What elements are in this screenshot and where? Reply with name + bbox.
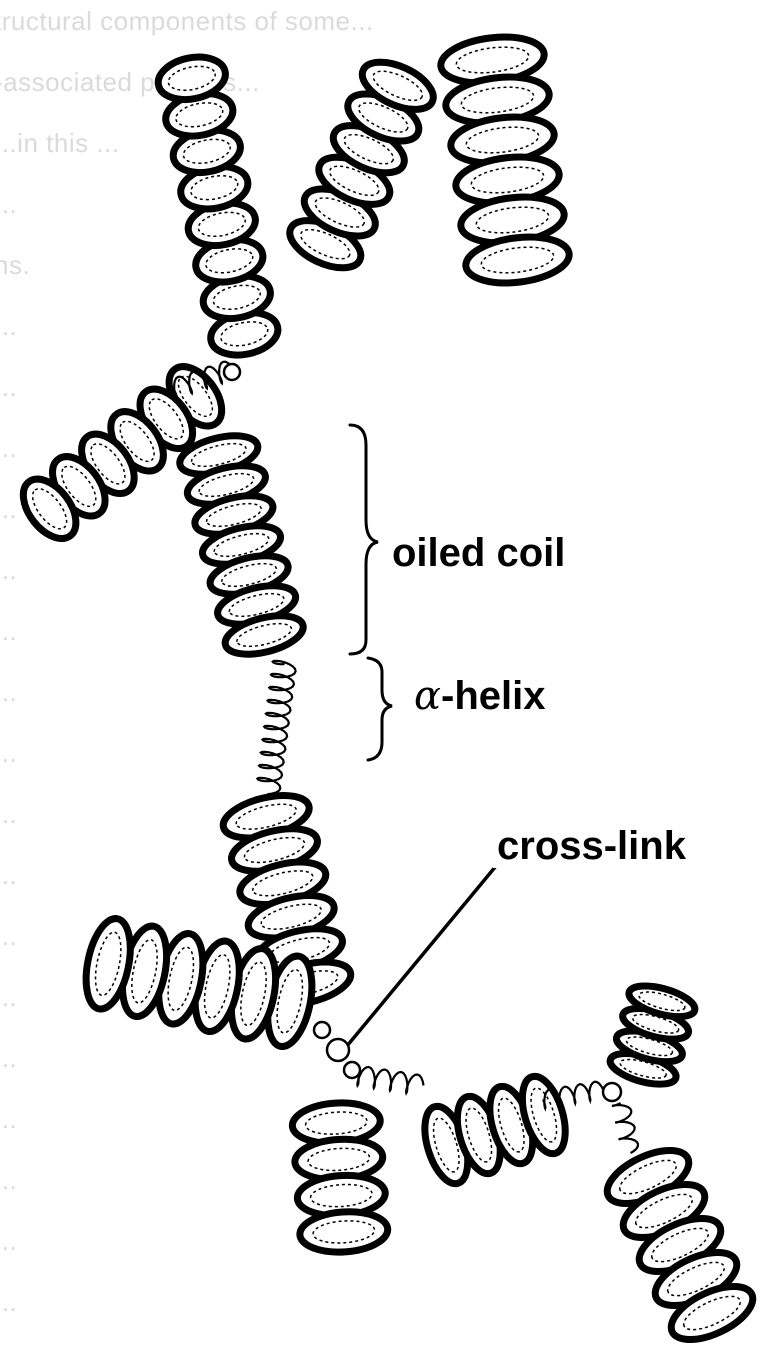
alpha-helix-spring xyxy=(257,661,295,794)
cross-link-bead xyxy=(224,364,240,380)
coiled-coil-bracket xyxy=(350,425,392,760)
cross-link-bead xyxy=(603,1083,621,1101)
right-lower-linker xyxy=(612,1103,638,1153)
bottom-linker-coil xyxy=(357,1067,423,1093)
bottom-center-helix-turn xyxy=(299,1209,390,1255)
cross-link-label: cross-link xyxy=(493,824,690,868)
helix-label-suffix: -helix xyxy=(441,674,545,718)
alpha-helix-label: α-helix xyxy=(410,674,550,718)
cross-link-bead xyxy=(314,1022,330,1038)
cross-link-pointer-line xyxy=(342,866,496,1052)
coiled-coil-label: oiled coil xyxy=(388,531,569,575)
alpha-symbol: α xyxy=(414,673,441,719)
cross-link-bead xyxy=(327,1039,349,1061)
helix-coils xyxy=(13,32,761,1350)
